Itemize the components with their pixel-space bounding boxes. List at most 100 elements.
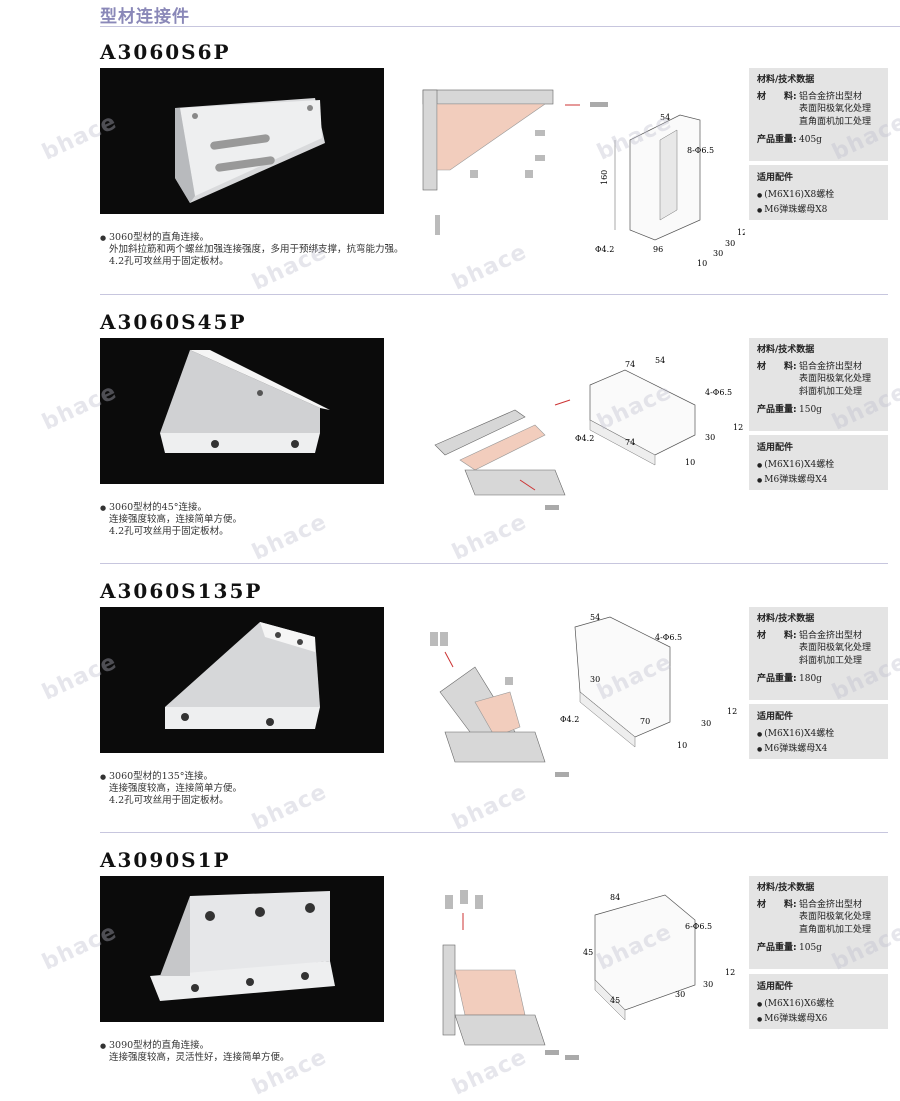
section-divider xyxy=(100,563,888,564)
weight-label: 产品重量: xyxy=(757,674,797,684)
spec-title: 材料/技术数据 xyxy=(757,883,815,893)
dim-label: 160 xyxy=(600,170,609,185)
dim-label: 54 xyxy=(660,113,670,122)
weight-value: 150g xyxy=(799,405,822,415)
spec-panel: 材料/技术数据 材 料: 铝合金挤出型材表面阳极氧化处理斜面机加工处理 产品重量… xyxy=(749,338,888,431)
accessory-item: (M6X16)X8螺栓 xyxy=(757,188,882,203)
weight-label: 产品重量: xyxy=(757,405,797,415)
dim-label: 45 xyxy=(583,948,593,957)
material-line: 表面阳极氧化处理 xyxy=(799,912,872,922)
accessory-item: (M6X16)X4螺栓 xyxy=(757,458,882,473)
material-line: 直角面机加工处理 xyxy=(799,924,872,935)
dim-label: 4-Φ6.5 xyxy=(705,388,732,397)
dim-label: Φ4.2 xyxy=(595,245,614,254)
product-model: A3060S135P xyxy=(100,579,263,603)
dim-label: 30 xyxy=(701,719,711,728)
description-line: 4.2孔可攻丝用于固定板材。 xyxy=(109,795,229,806)
product-photo xyxy=(100,68,384,214)
product-model: A3060S45P xyxy=(100,310,247,334)
material-line: 斜面机加工处理 xyxy=(799,655,863,666)
material-line: 直角面机加工处理 xyxy=(799,116,872,127)
product-description: 3060型材的135°连接。 连接强度较高，连接简单方便。 4.2孔可攻丝用于固… xyxy=(100,771,420,807)
description-line: 连接强度较高，连接简单方便。 xyxy=(109,514,243,525)
material-label: 材 料: xyxy=(757,91,797,102)
accessory-item: M6弹珠螺母X8 xyxy=(757,203,882,218)
dim-label: 84 xyxy=(610,893,620,902)
spec-title: 材料/技术数据 xyxy=(757,75,815,85)
product-description: 3060型材的45°连接。 连接强度较高，连接简单方便。 4.2孔可攻丝用于固定… xyxy=(100,502,420,538)
dim-label: 8-Φ6.5 xyxy=(687,146,714,155)
weight-label: 产品重量: xyxy=(757,135,797,145)
product-model: A3090S1P xyxy=(100,848,231,872)
weight-value: 405g xyxy=(799,135,822,145)
material-label: 材 料: xyxy=(757,361,797,372)
product-description: 3090型材的直角连接。 连接强度较高，灵活性好，连接简单方便。 xyxy=(100,1040,420,1064)
dim-label: 54 xyxy=(655,356,665,365)
weight-value: 105g xyxy=(799,943,822,953)
dim-label: 10 xyxy=(685,458,695,467)
product-photo xyxy=(100,607,384,753)
dim-label: 30 xyxy=(705,433,715,442)
dim-label: Φ4.2 xyxy=(575,434,594,443)
dim-label: 30 xyxy=(703,980,713,989)
accessories-panel: 适用配件 (M6X16)X4螺栓 M6弹珠螺母X4 xyxy=(749,704,888,759)
weight-label: 产品重量: xyxy=(757,943,797,953)
accessory-item: (M6X16)X4螺栓 xyxy=(757,727,882,742)
dim-label: 70 xyxy=(640,717,650,726)
dim-label: 45 xyxy=(610,996,620,1005)
dim-label: 96 xyxy=(653,245,663,254)
spec-panel: 材料/技术数据 材 料: 铝合金挤出型材表面阳极氧化处理直角面机加工处理 产品重… xyxy=(749,68,888,161)
dim-label: 10 xyxy=(677,741,687,750)
dim-label: 30 xyxy=(725,239,735,248)
accessories-panel: 适用配件 (M6X16)X8螺栓 M6弹珠螺母X8 xyxy=(749,165,888,220)
description-line: 3060型材的135°连接。 xyxy=(100,771,420,783)
dim-label: 12 xyxy=(725,968,735,977)
product-photo xyxy=(100,876,384,1022)
product-photo xyxy=(100,338,384,484)
material-label: 材 料: xyxy=(757,630,797,641)
description-line: 3090型材的直角连接。 xyxy=(100,1040,420,1052)
material-line: 表面阳极氧化处理 xyxy=(799,104,872,114)
dim-label: 12 xyxy=(737,228,745,237)
accessories-title: 适用配件 xyxy=(757,443,794,453)
accessory-item: M6弹珠螺母X4 xyxy=(757,742,882,757)
dim-label: 30 xyxy=(713,249,723,258)
product-model: A3060S6P xyxy=(100,40,231,64)
dim-label: 30 xyxy=(675,990,685,999)
description-line: 4.2孔可攻丝用于固定板材。 xyxy=(109,526,229,537)
material-line: 表面阳极氧化处理 xyxy=(799,643,872,653)
description-line: 3060型材的直角连接。 xyxy=(100,232,420,244)
accessory-item: M6弹珠螺母X4 xyxy=(757,473,882,488)
material-line: 表面阳极氧化处理 xyxy=(799,374,872,384)
material-line: 铝合金挤出型材 xyxy=(799,361,863,372)
description-line: 外加斜拉筋和两个螺丝加强连接强度，多用于预绑支撑，抗弯能力强。 xyxy=(109,244,404,255)
technical-drawing: 74 54 4-Φ6.5 Φ4.2 74 30 12 10 xyxy=(415,345,745,535)
material-line: 铝合金挤出型材 xyxy=(799,91,863,102)
description-line: 连接强度较高，连接简单方便。 xyxy=(109,783,243,794)
technical-drawing: 54 4-Φ6.5 30 Φ4.2 70 30 12 10 xyxy=(415,612,745,802)
dim-label: 74 xyxy=(625,360,635,369)
material-label: 材 料: xyxy=(757,899,797,910)
weight-value: 180g xyxy=(799,674,822,684)
accessory-item: M6弹珠螺母X6 xyxy=(757,1012,882,1027)
dim-label: 10 xyxy=(697,259,707,268)
spec-panel: 材料/技术数据 材 料: 铝合金挤出型材表面阳极氧化处理直角面机加工处理 产品重… xyxy=(749,876,888,969)
section-divider xyxy=(100,832,888,833)
accessories-panel: 适用配件 (M6X16)X6螺栓 M6弹珠螺母X6 xyxy=(749,974,888,1029)
dim-label: 12 xyxy=(727,707,737,716)
description-line: 4.2孔可攻丝用于固定板材。 xyxy=(109,256,229,267)
dim-label: 12 xyxy=(733,423,743,432)
header-divider xyxy=(100,26,900,27)
dim-label: 4-Φ6.5 xyxy=(655,633,682,642)
description-line: 连接强度较高，灵活性好，连接简单方便。 xyxy=(109,1052,290,1063)
dim-label: 54 xyxy=(590,613,600,622)
dim-label: Φ4.2 xyxy=(560,715,579,724)
accessory-item: (M6X16)X6螺栓 xyxy=(757,997,882,1012)
section-divider xyxy=(100,294,888,295)
spec-panel: 材料/技术数据 材 料: 铝合金挤出型材表面阳极氧化处理斜面机加工处理 产品重量… xyxy=(749,607,888,700)
spec-title: 材料/技术数据 xyxy=(757,345,815,355)
page-title: 型材连接件 xyxy=(100,7,190,27)
spec-title: 材料/技术数据 xyxy=(757,614,815,624)
dim-label: 30 xyxy=(590,675,600,684)
technical-drawing: 84 6-Φ6.5 45 45 30 30 12 xyxy=(415,885,745,1075)
